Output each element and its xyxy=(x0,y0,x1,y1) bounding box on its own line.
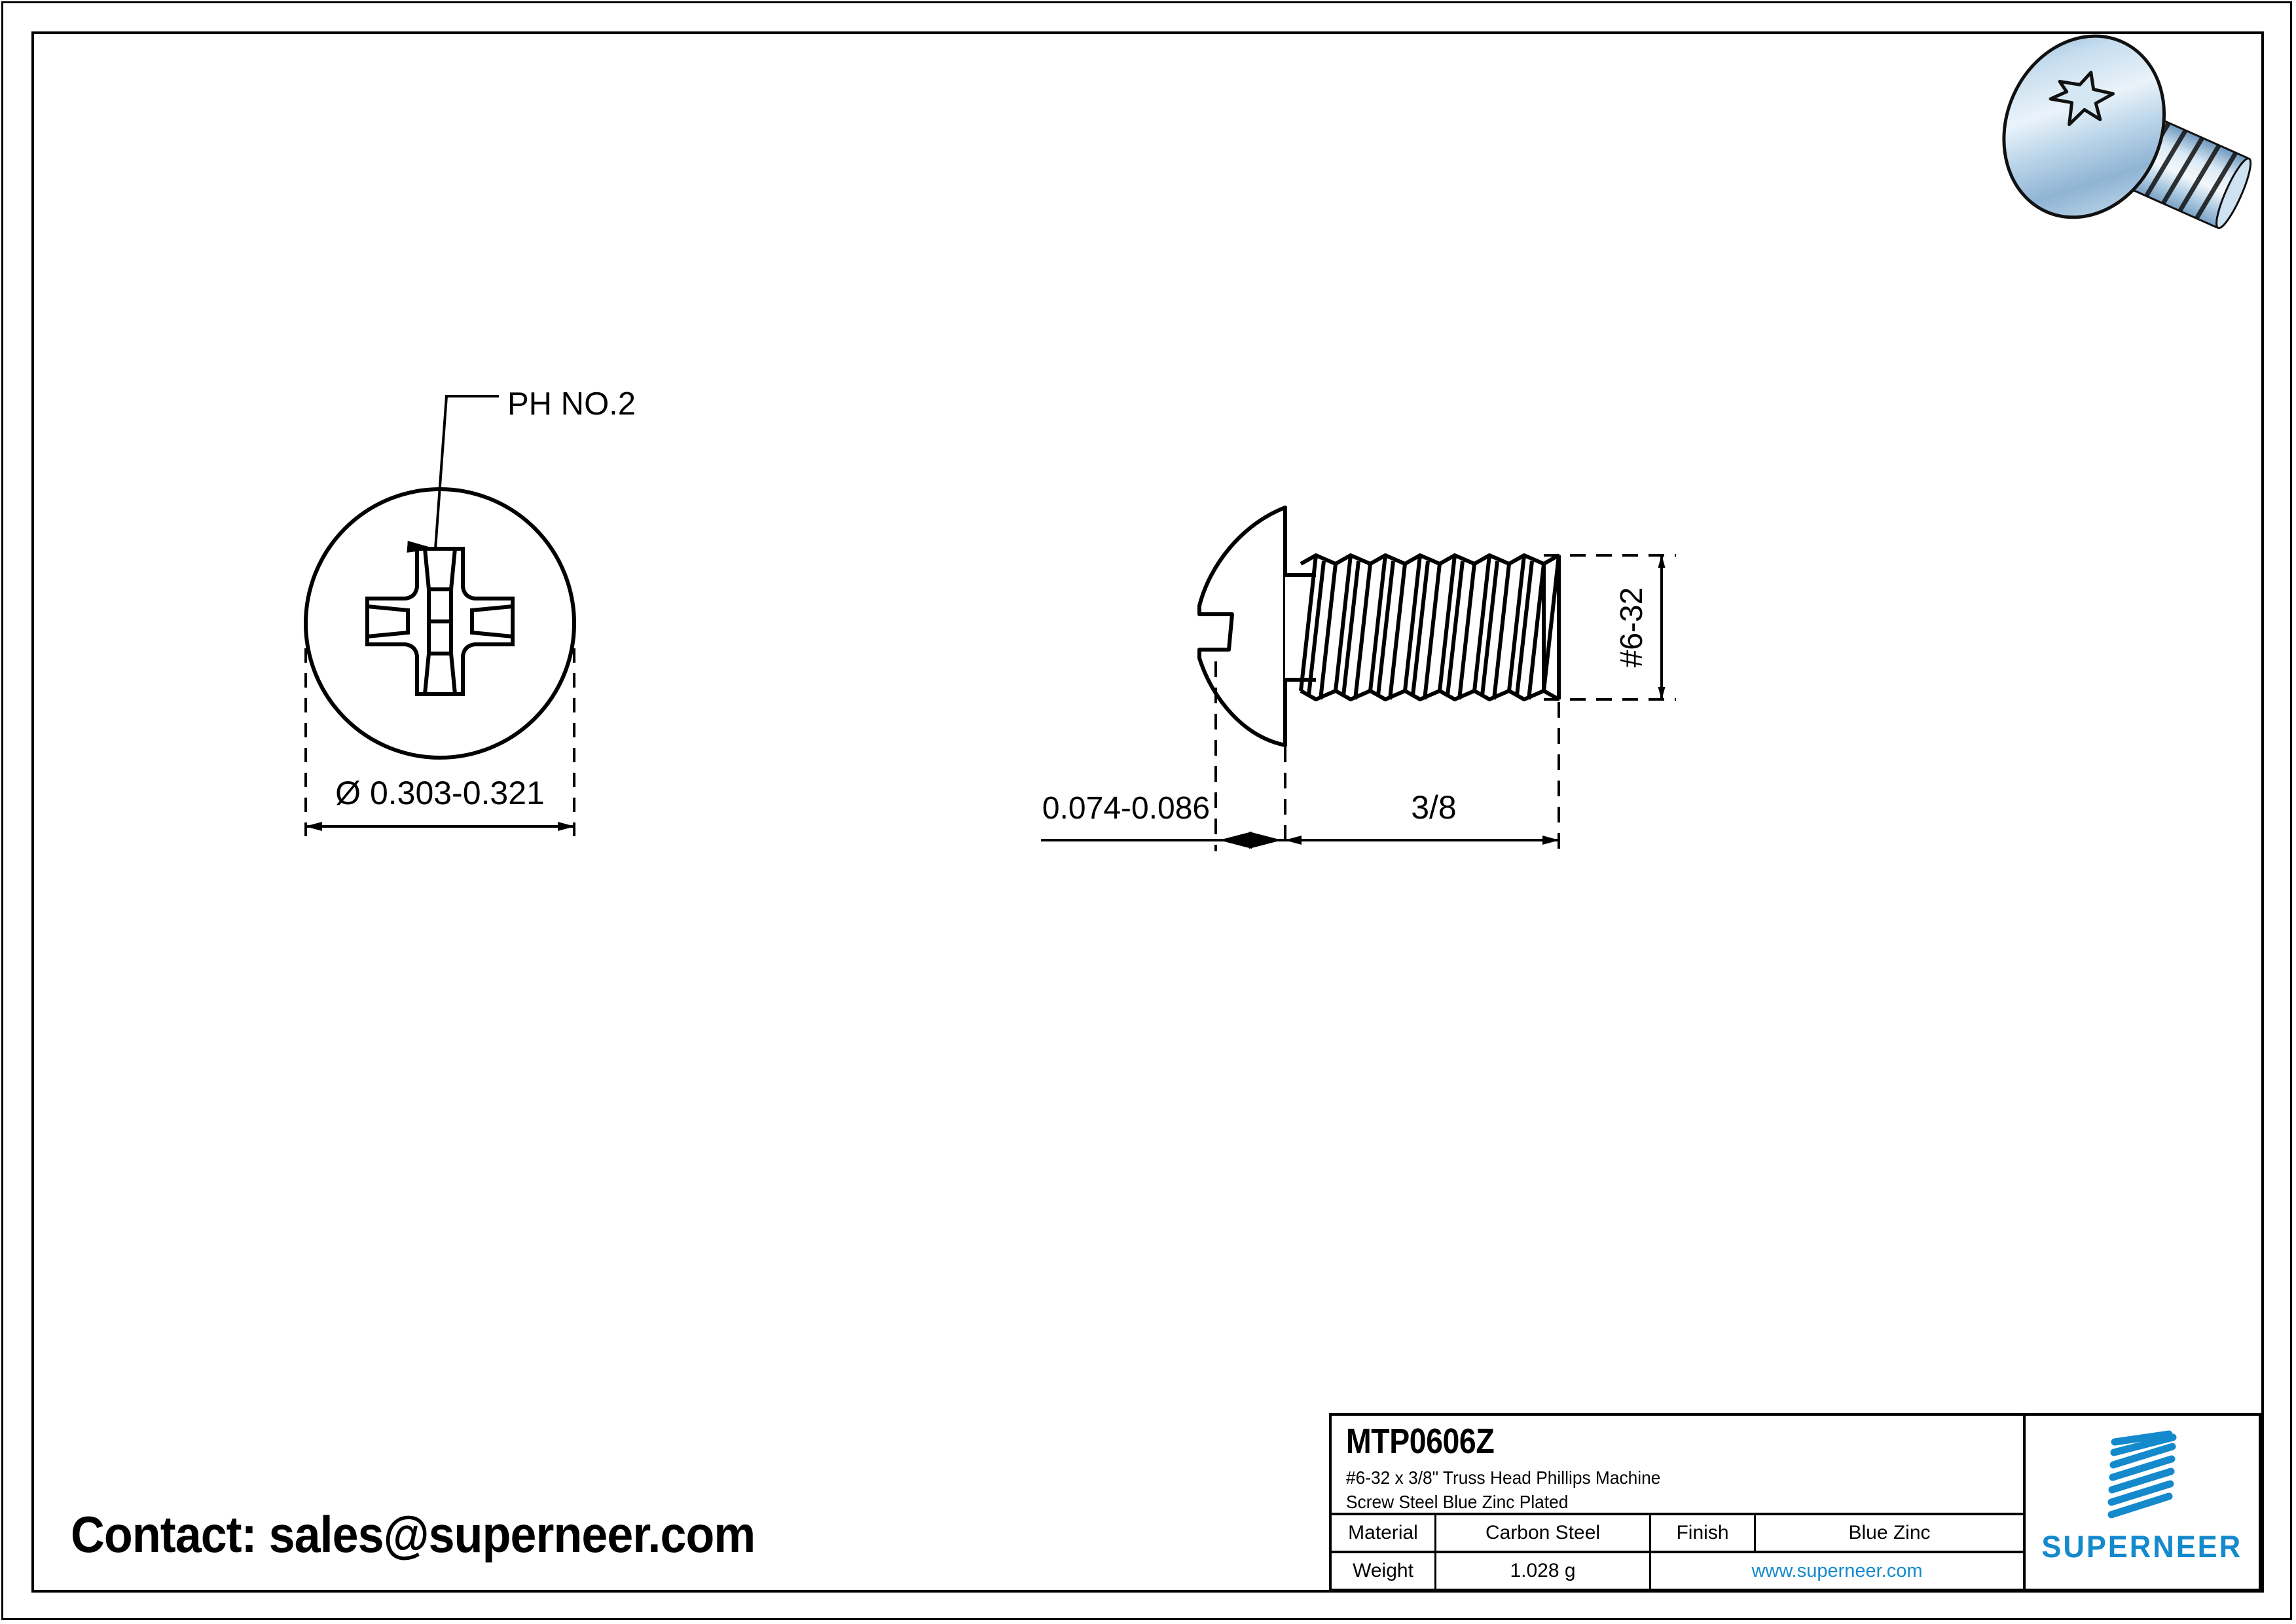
title-block-info-column: MTP0606Z #6-32 x 3/8" Truss Head Phillip… xyxy=(1332,1416,2026,1589)
sheet-inner-border xyxy=(31,31,2264,1593)
material-value: Carbon Steel xyxy=(1436,1515,1651,1551)
recess-center-pocket xyxy=(427,589,453,623)
contact-text: Contact: sales@superneer.com xyxy=(71,1505,756,1563)
part-description-line-2: Screw Steel Blue Zinc Plated xyxy=(1346,1492,1569,1513)
recess-flank-left xyxy=(367,604,410,638)
brand-logo-cell: SUPERNEER xyxy=(2026,1416,2259,1589)
material-row: Material Carbon Steel Finish Blue Zinc xyxy=(1332,1515,2023,1553)
render-phillips-recess xyxy=(2049,71,2115,126)
finish-value: Blue Zinc xyxy=(1848,1522,1931,1543)
thread-geometry xyxy=(1299,553,1561,701)
finish-label: Finish xyxy=(1651,1515,1756,1551)
phillips-recess xyxy=(365,547,515,696)
weight-value: 1.028 g xyxy=(1436,1553,1651,1589)
truss-head-profile xyxy=(1197,506,1287,747)
top-view-group: PH NO.2 Ø 0.303-0.321 xyxy=(304,386,636,836)
brand-name: SUPERNEER xyxy=(2041,1529,2243,1564)
screw-3d-render xyxy=(2002,34,2252,229)
phillips-cross-outline xyxy=(365,547,515,696)
part-number: MTP0606Z xyxy=(1346,1422,1495,1461)
weight-label: Weight xyxy=(1332,1553,1436,1589)
length-dimension-label: 3/8 xyxy=(1411,789,1457,826)
ph-callout-label: PH NO.2 xyxy=(507,386,636,422)
recess-flank-right xyxy=(470,604,513,638)
ph-callout-leader xyxy=(407,395,499,553)
recess-center-pocket-2 xyxy=(427,619,453,654)
thread-crest-bottom xyxy=(1300,689,1560,701)
recess-flank-top xyxy=(423,548,457,591)
diameter-dimension-label: Ø 0.303-0.321 xyxy=(335,775,545,811)
title-block: MTP0606Z #6-32 x 3/8" Truss Head Phillip… xyxy=(1329,1413,2261,1591)
superneer-logo-icon xyxy=(2107,1430,2177,1519)
weight-row: Weight 1.028 g www.superneer.com xyxy=(1332,1553,2023,1589)
head-height-dimension-label: 0.074-0.086 xyxy=(1042,791,1210,826)
thread-dimension-label: #6-32 xyxy=(1614,587,1649,668)
render-head xyxy=(2002,34,2166,219)
thread-crest-top xyxy=(1300,553,1560,566)
website-link[interactable]: www.superneer.com xyxy=(1751,1560,1923,1581)
side-view-group: #6-32 0.074-0.086 3/8 xyxy=(1041,506,1676,851)
head-height-arrow-left xyxy=(1219,832,1252,849)
material-label: Material xyxy=(1332,1515,1436,1551)
part-info-section: MTP0606Z #6-32 x 3/8" Truss Head Phillip… xyxy=(1332,1416,2023,1515)
part-description-line-1: #6-32 x 3/8" Truss Head Phillips Machine xyxy=(1346,1467,1661,1488)
head-height-arrow-right xyxy=(1249,832,1282,849)
recess-flank-bottom xyxy=(423,652,457,695)
